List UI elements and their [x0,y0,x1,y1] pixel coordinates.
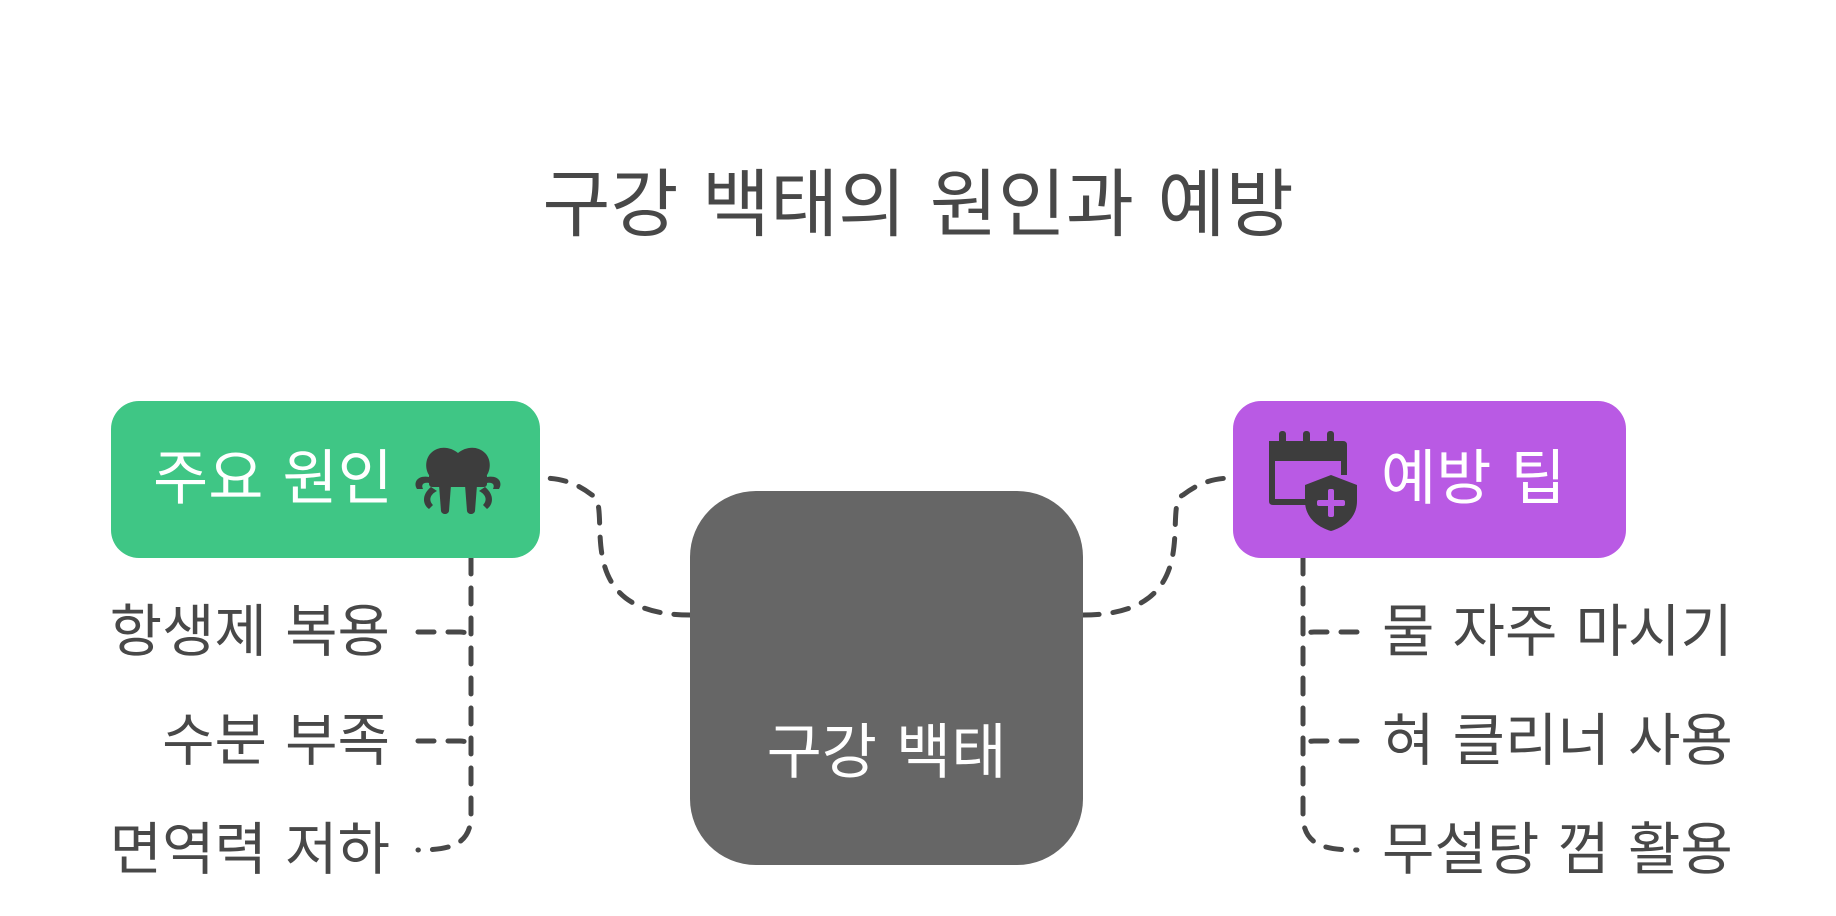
prevention-node-label: 예방 팁 [1381,444,1566,514]
prevention-item-2: 혀 클리너 사용 [1382,708,1733,774]
prevention-item-1: 물 자주 마시기 [1382,599,1733,665]
prevention-node: 예방 팁 [1233,401,1626,558]
connector-prevention-spine [1300,555,1360,853]
connector-prevention-2 [1300,738,1360,754]
connector-causes-spine [415,555,474,853]
calendar-shield-icon [1269,431,1357,531]
connector-cause-2 [415,738,474,754]
connector-cause-1 [415,629,474,645]
connector-center-to-causes [537,475,693,618]
connector-prevention-1 [1300,629,1360,645]
center-node-label: 구강 백태 [766,718,1007,788]
tooth-monster-icon [415,447,501,514]
prevention-item-3: 무설탕 껌 활용 [1382,817,1733,883]
cause-item-2: 수분 부족 [162,708,390,774]
diagram-title: 구강 백태의 원인과 예방 [542,162,1294,248]
center-node: 구강 백태 [690,491,1083,865]
causes-node: 주요 원인 [111,401,540,558]
cause-item-1: 항생제 복용 [109,599,390,665]
causes-node-label: 주요 원인 [153,444,393,514]
connector-center-to-prevention [1080,475,1236,618]
cause-item-3: 면역력 저하 [109,817,390,883]
